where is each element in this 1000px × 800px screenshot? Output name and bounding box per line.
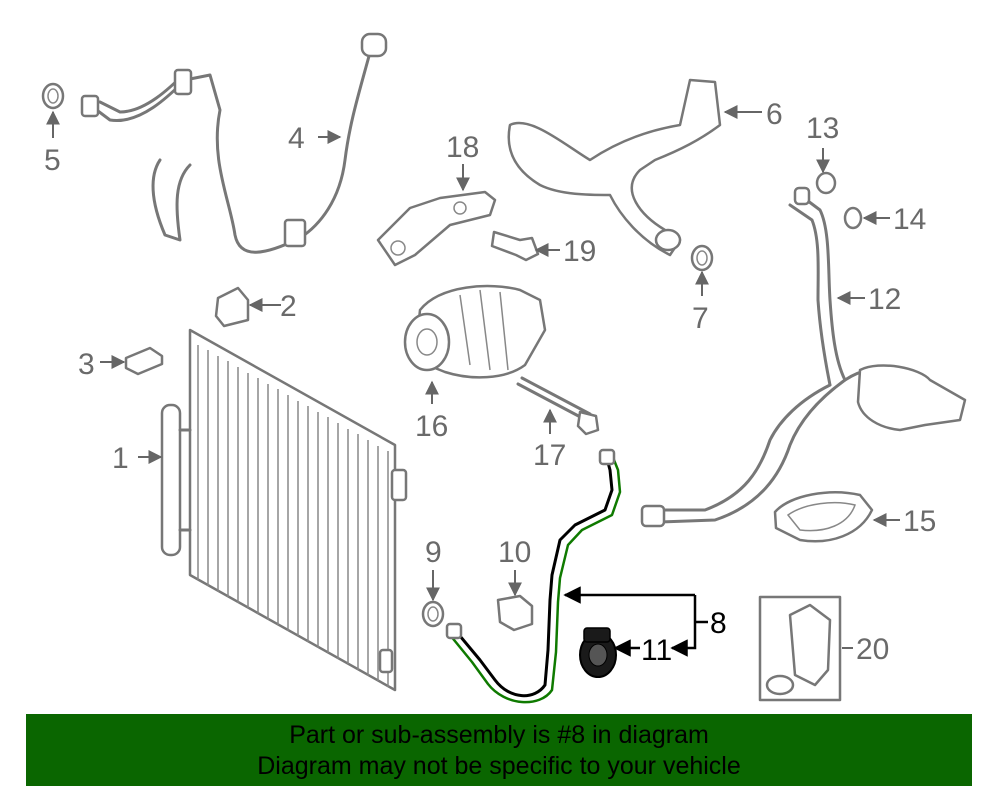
callout-5: 5 [44, 144, 61, 177]
o-ring-part-7 [690, 244, 714, 272]
bolt-part-17 [516, 376, 600, 436]
banner-line-disclaimer: Diagram may not be specific to your vehi… [257, 752, 741, 780]
condenser-part-1 [160, 328, 408, 692]
callout-15: 15 [903, 505, 936, 538]
callout-12: 12 [868, 283, 901, 316]
bracket-clip-part-2 [214, 286, 250, 328]
callout-20: 20 [856, 633, 889, 666]
callout-16: 16 [415, 410, 448, 443]
callout-3: 3 [78, 348, 95, 381]
pipe-part-4 [80, 32, 388, 254]
leader-lines [46, 105, 900, 657]
bolt-part-19 [490, 230, 540, 262]
callout-13: 13 [806, 112, 839, 145]
callout-19: 19 [563, 235, 596, 268]
callout-17: 17 [533, 439, 566, 472]
callout-18: 18 [446, 131, 479, 164]
parts-diagram: 1 2 3 4 5 6 7 8 9 10 11 12 13 14 15 16 1… [41, 32, 967, 704]
callout-6: 6 [766, 98, 783, 131]
highlighted-hose-part-8 [445, 448, 622, 704]
callout-1: 1 [112, 442, 129, 475]
o-ring-part-9 [421, 600, 445, 628]
callout-2: 2 [280, 290, 297, 323]
banner-line-part-number: Part or sub-assembly is #8 in diagram [289, 721, 709, 749]
o-ring-part-13 [815, 171, 837, 195]
callout-14: 14 [893, 203, 926, 236]
callout-10: 10 [498, 536, 531, 569]
hose-part-6 [507, 78, 722, 257]
valve-part-11 [579, 627, 617, 678]
connector-box-part-20 [758, 595, 842, 702]
callout-4: 4 [288, 122, 305, 155]
pipe-part-12 [640, 186, 967, 528]
callout-8: 8 [710, 607, 727, 640]
o-ring-part-5 [41, 82, 65, 110]
o-ring-part-14 [843, 206, 863, 230]
bolt-part-3 [124, 346, 164, 376]
callout-7: 7 [692, 302, 709, 335]
part-info-banner: Part or sub-assembly is #8 in diagram Di… [26, 714, 972, 786]
callout-9: 9 [425, 536, 442, 569]
callout-labels: 1 2 3 4 5 6 7 8 9 10 11 12 13 14 15 16 1… [44, 98, 936, 667]
compressor-part-16 [403, 284, 547, 379]
cap-part-10 [496, 594, 534, 632]
callout-11: 11 [641, 634, 672, 667]
